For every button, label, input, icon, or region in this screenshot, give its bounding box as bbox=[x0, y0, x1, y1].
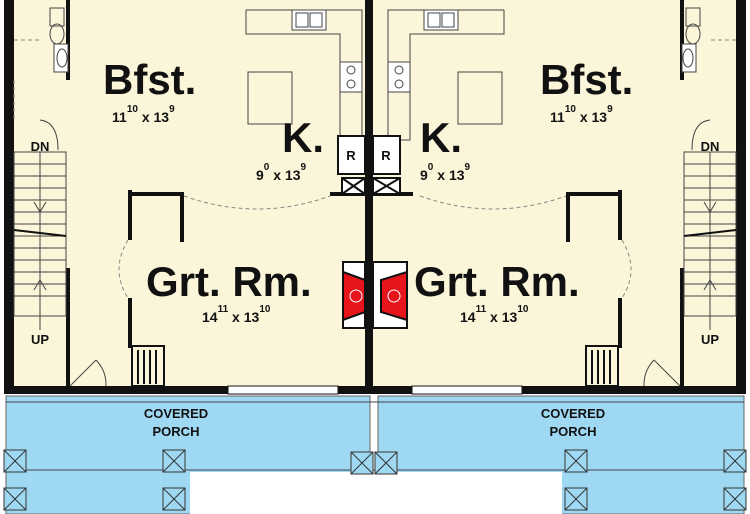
entry-door-left bbox=[69, 359, 107, 387]
porch-columns bbox=[3, 449, 747, 511]
porch-label-right-1: COVERED bbox=[541, 406, 605, 421]
stair-down-label-left: DN bbox=[31, 139, 50, 154]
bathroom-left bbox=[14, 7, 69, 73]
window-right bbox=[411, 385, 523, 395]
breakfast-dim-left: 1110 x 139 bbox=[112, 104, 175, 125]
pantry-boxes bbox=[341, 177, 401, 195]
refrigerator-left bbox=[337, 135, 366, 175]
stairs-left bbox=[13, 119, 67, 330]
breakfast-title-right: Bfst. bbox=[540, 56, 633, 103]
kitchen-counter-left bbox=[245, 9, 363, 141]
breakfast-title-left: Bfst. bbox=[103, 56, 196, 103]
fireplace-left bbox=[342, 261, 366, 329]
kitchen-title-right: K. bbox=[420, 114, 462, 161]
porch-step bbox=[190, 472, 562, 514]
closet-shelves bbox=[131, 345, 619, 387]
great-room-title-left: Grt. Rm. bbox=[146, 258, 312, 305]
refrigerator-label-left: R bbox=[346, 148, 356, 163]
porch-label-left-2: PORCH bbox=[153, 424, 200, 439]
fireplace-right bbox=[372, 261, 408, 329]
stairs-right bbox=[683, 119, 737, 330]
stair-down-label-right: DN bbox=[701, 139, 720, 154]
entry-door-right bbox=[643, 359, 681, 387]
walls bbox=[4, 0, 746, 394]
bathroom-right bbox=[681, 7, 736, 73]
kitchen-title-left: K. bbox=[282, 114, 324, 161]
great-room-dim-right: 1411 x 1310 bbox=[460, 304, 529, 325]
porch-label-left-1: COVERED bbox=[144, 406, 208, 421]
stair-up-label-right: UP bbox=[701, 332, 719, 347]
breakfast-dim-right: 1110 x 139 bbox=[550, 104, 613, 125]
stair-up-label-left: UP bbox=[31, 332, 49, 347]
great-room-title-right: Grt. Rm. bbox=[414, 258, 580, 305]
window-left bbox=[227, 385, 339, 395]
kitchen-dim-right: 90 x 139 bbox=[420, 162, 471, 183]
refrigerator-right bbox=[372, 135, 401, 175]
refrigerator-label-right: R bbox=[381, 148, 391, 163]
porch-label-right-2: PORCH bbox=[550, 424, 597, 439]
kitchen-counter-right bbox=[387, 9, 505, 141]
kitchen-dim-left: 90 x 139 bbox=[256, 162, 307, 183]
archways bbox=[13, 80, 632, 299]
great-room-dim-left: 1411 x 1310 bbox=[202, 304, 271, 325]
